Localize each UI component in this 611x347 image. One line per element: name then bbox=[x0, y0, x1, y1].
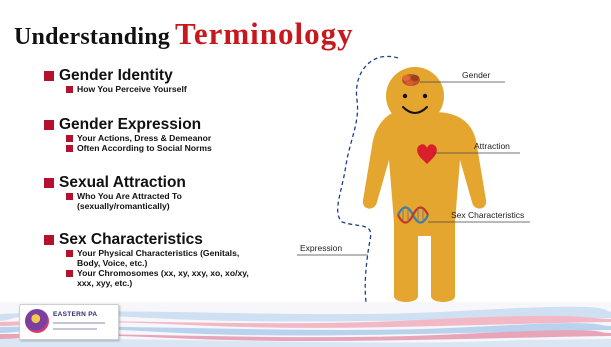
bullet-heading: Sexual Attraction bbox=[59, 174, 186, 191]
bullet-sex-characteristics: Sex Characteristics Your Physical Charac… bbox=[44, 232, 262, 288]
figure-body bbox=[362, 112, 487, 302]
bullet-sexual-attraction: Sexual Attraction Who You Are Attracted … bbox=[44, 175, 222, 211]
sub-bullet-text: Your Physical Characteristics (Genitals,… bbox=[77, 248, 240, 268]
bullet-heading: Sex Characteristics bbox=[59, 231, 203, 248]
organization-logo: EASTERN PA bbox=[19, 304, 119, 340]
sub-bullet-square-icon bbox=[66, 134, 73, 142]
sub-bullet-text: How You Perceive Yourself bbox=[77, 84, 187, 94]
sub-bullet-square-icon bbox=[66, 85, 73, 93]
dna-icon bbox=[397, 206, 429, 224]
label-expression: Expression bbox=[300, 243, 342, 253]
sub-bullet-square-icon bbox=[66, 249, 73, 257]
sub-bullet-text: Who You Are Attracted To (sexually/roman… bbox=[77, 191, 182, 211]
logo-name: EASTERN PA bbox=[53, 311, 98, 318]
bullet-square-icon bbox=[44, 120, 54, 130]
bullet-heading: Gender Identity bbox=[59, 67, 173, 84]
sub-bullet-square-icon bbox=[66, 144, 73, 152]
sub-bullet-text: Your Actions, Dress & Demeanor bbox=[77, 133, 212, 143]
brain-icon bbox=[402, 74, 420, 86]
heart-icon bbox=[417, 144, 437, 164]
bullet-square-icon bbox=[44, 235, 54, 245]
title-understanding: Understanding bbox=[14, 24, 170, 50]
label-sex-characteristics: Sex Characteristics bbox=[451, 210, 524, 220]
sub-bullet-text: Your Chromosomes (xx, xy, xxy, xo, xo/xy… bbox=[77, 268, 249, 288]
label-gender: Gender bbox=[462, 70, 491, 80]
smile bbox=[402, 106, 428, 114]
logo-line bbox=[53, 322, 105, 324]
figure-head bbox=[386, 67, 444, 125]
seal-icon bbox=[25, 309, 49, 333]
sub-bullet-square-icon bbox=[66, 192, 73, 200]
right-eye bbox=[422, 93, 428, 99]
footer-stripes bbox=[0, 302, 611, 347]
left-eye bbox=[402, 93, 408, 99]
bullet-gender-identity: Gender Identity How You Perceive Yoursel… bbox=[44, 68, 247, 94]
title-terminology: Terminology bbox=[174, 16, 354, 51]
bullet-square-icon bbox=[44, 178, 54, 188]
bullet-heading: Gender Expression bbox=[59, 116, 202, 133]
logo-line bbox=[53, 328, 97, 330]
bullet-square-icon bbox=[44, 71, 54, 81]
sub-bullet-square-icon bbox=[66, 269, 73, 277]
label-attraction: Attraction bbox=[474, 141, 510, 151]
sub-bullet-text: Often According to Social Norms bbox=[77, 143, 212, 153]
bullet-gender-expression: Gender Expression Your Actions, Dress & … bbox=[44, 117, 267, 153]
